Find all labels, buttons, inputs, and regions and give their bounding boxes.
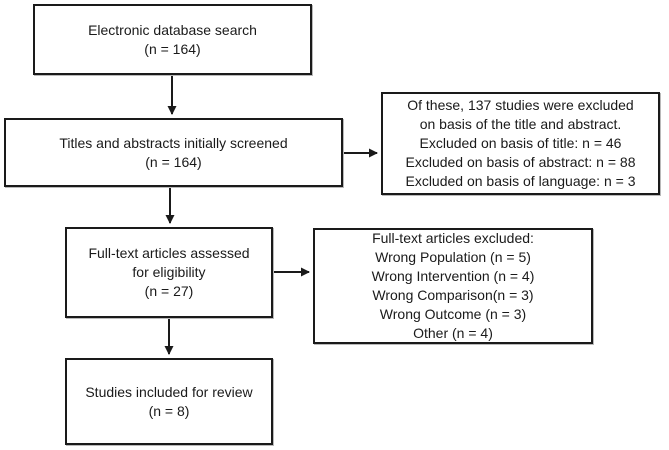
box-excluded-title-abstract: Of these, 137 studies were excluded on b… <box>381 92 660 195</box>
box-fulltext-excluded: Full-text articles excluded: Wrong Popul… <box>313 228 593 344</box>
box-titles-abstracts-screened: Titles and abstracts initially screened … <box>4 118 343 187</box>
box-fulltext-assessed-text: Full-text articles assessed for eligibil… <box>88 245 250 299</box>
box-electronic-database-search: Electronic database search (n = 164) <box>33 4 312 75</box>
box-titles-abstracts-screened-text: Titles and abstracts initially screened … <box>59 134 288 170</box>
box-excluded-title-abstract-text: Of these, 137 studies were excluded on b… <box>405 97 636 189</box>
box-electronic-database-search-text: Electronic database search (n = 164) <box>88 21 257 57</box>
box-studies-included: Studies included for review (n = 8) <box>65 358 273 445</box>
box-fulltext-excluded-text: Full-text articles excluded: Wrong Popul… <box>371 230 535 341</box>
box-fulltext-assessed: Full-text articles assessed for eligibil… <box>65 227 273 318</box>
box-studies-included-text: Studies included for review (n = 8) <box>85 383 253 419</box>
